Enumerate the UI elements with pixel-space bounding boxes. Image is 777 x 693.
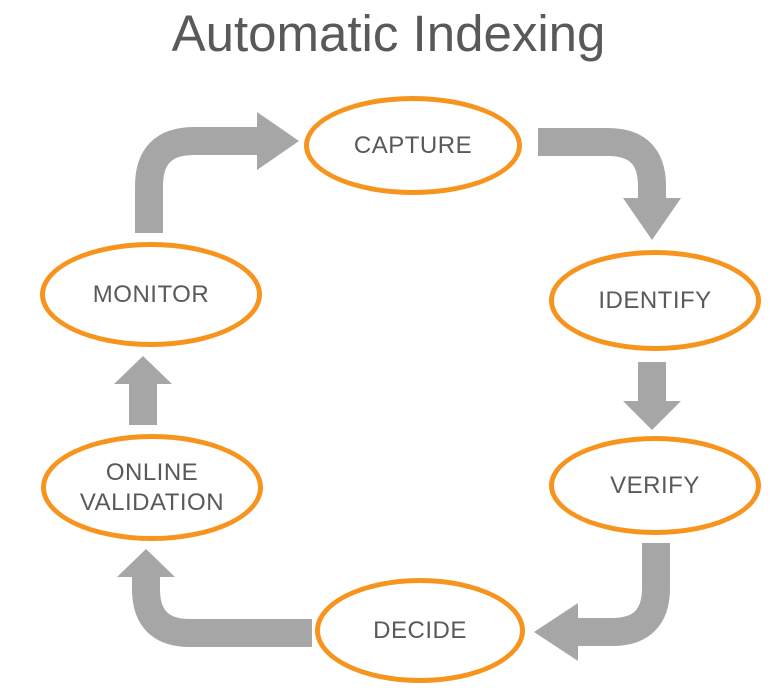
node-capture-label: CAPTURE <box>353 131 473 159</box>
arrow-verify-to-decide <box>534 543 670 661</box>
arrow-decide-to-online-validation <box>117 549 312 647</box>
node-monitor-label: MONITOR <box>92 280 210 308</box>
node-monitor: MONITOR <box>40 242 262 347</box>
node-capture: CAPTURE <box>304 96 522 195</box>
node-identify-label: IDENTIFY <box>598 286 712 314</box>
arrow-identify-to-verify <box>623 362 681 430</box>
page-title: Automatic Indexing <box>171 5 606 62</box>
node-decide-label: DECIDE <box>373 616 467 644</box>
arrow-online-validation-to-monitor <box>114 356 172 425</box>
node-identify: IDENTIFY <box>549 250 761 351</box>
node-verify: VERIFY <box>549 436 761 535</box>
node-online-validation-label: ONLINE VALIDATION <box>79 458 225 516</box>
arrow-capture-to-identify <box>538 128 681 240</box>
node-online-validation: ONLINE VALIDATION <box>41 434 263 541</box>
node-decide: DECIDE <box>315 578 525 683</box>
node-verify-label: VERIFY <box>610 471 700 499</box>
arrow-monitor-to-capture <box>135 112 299 233</box>
